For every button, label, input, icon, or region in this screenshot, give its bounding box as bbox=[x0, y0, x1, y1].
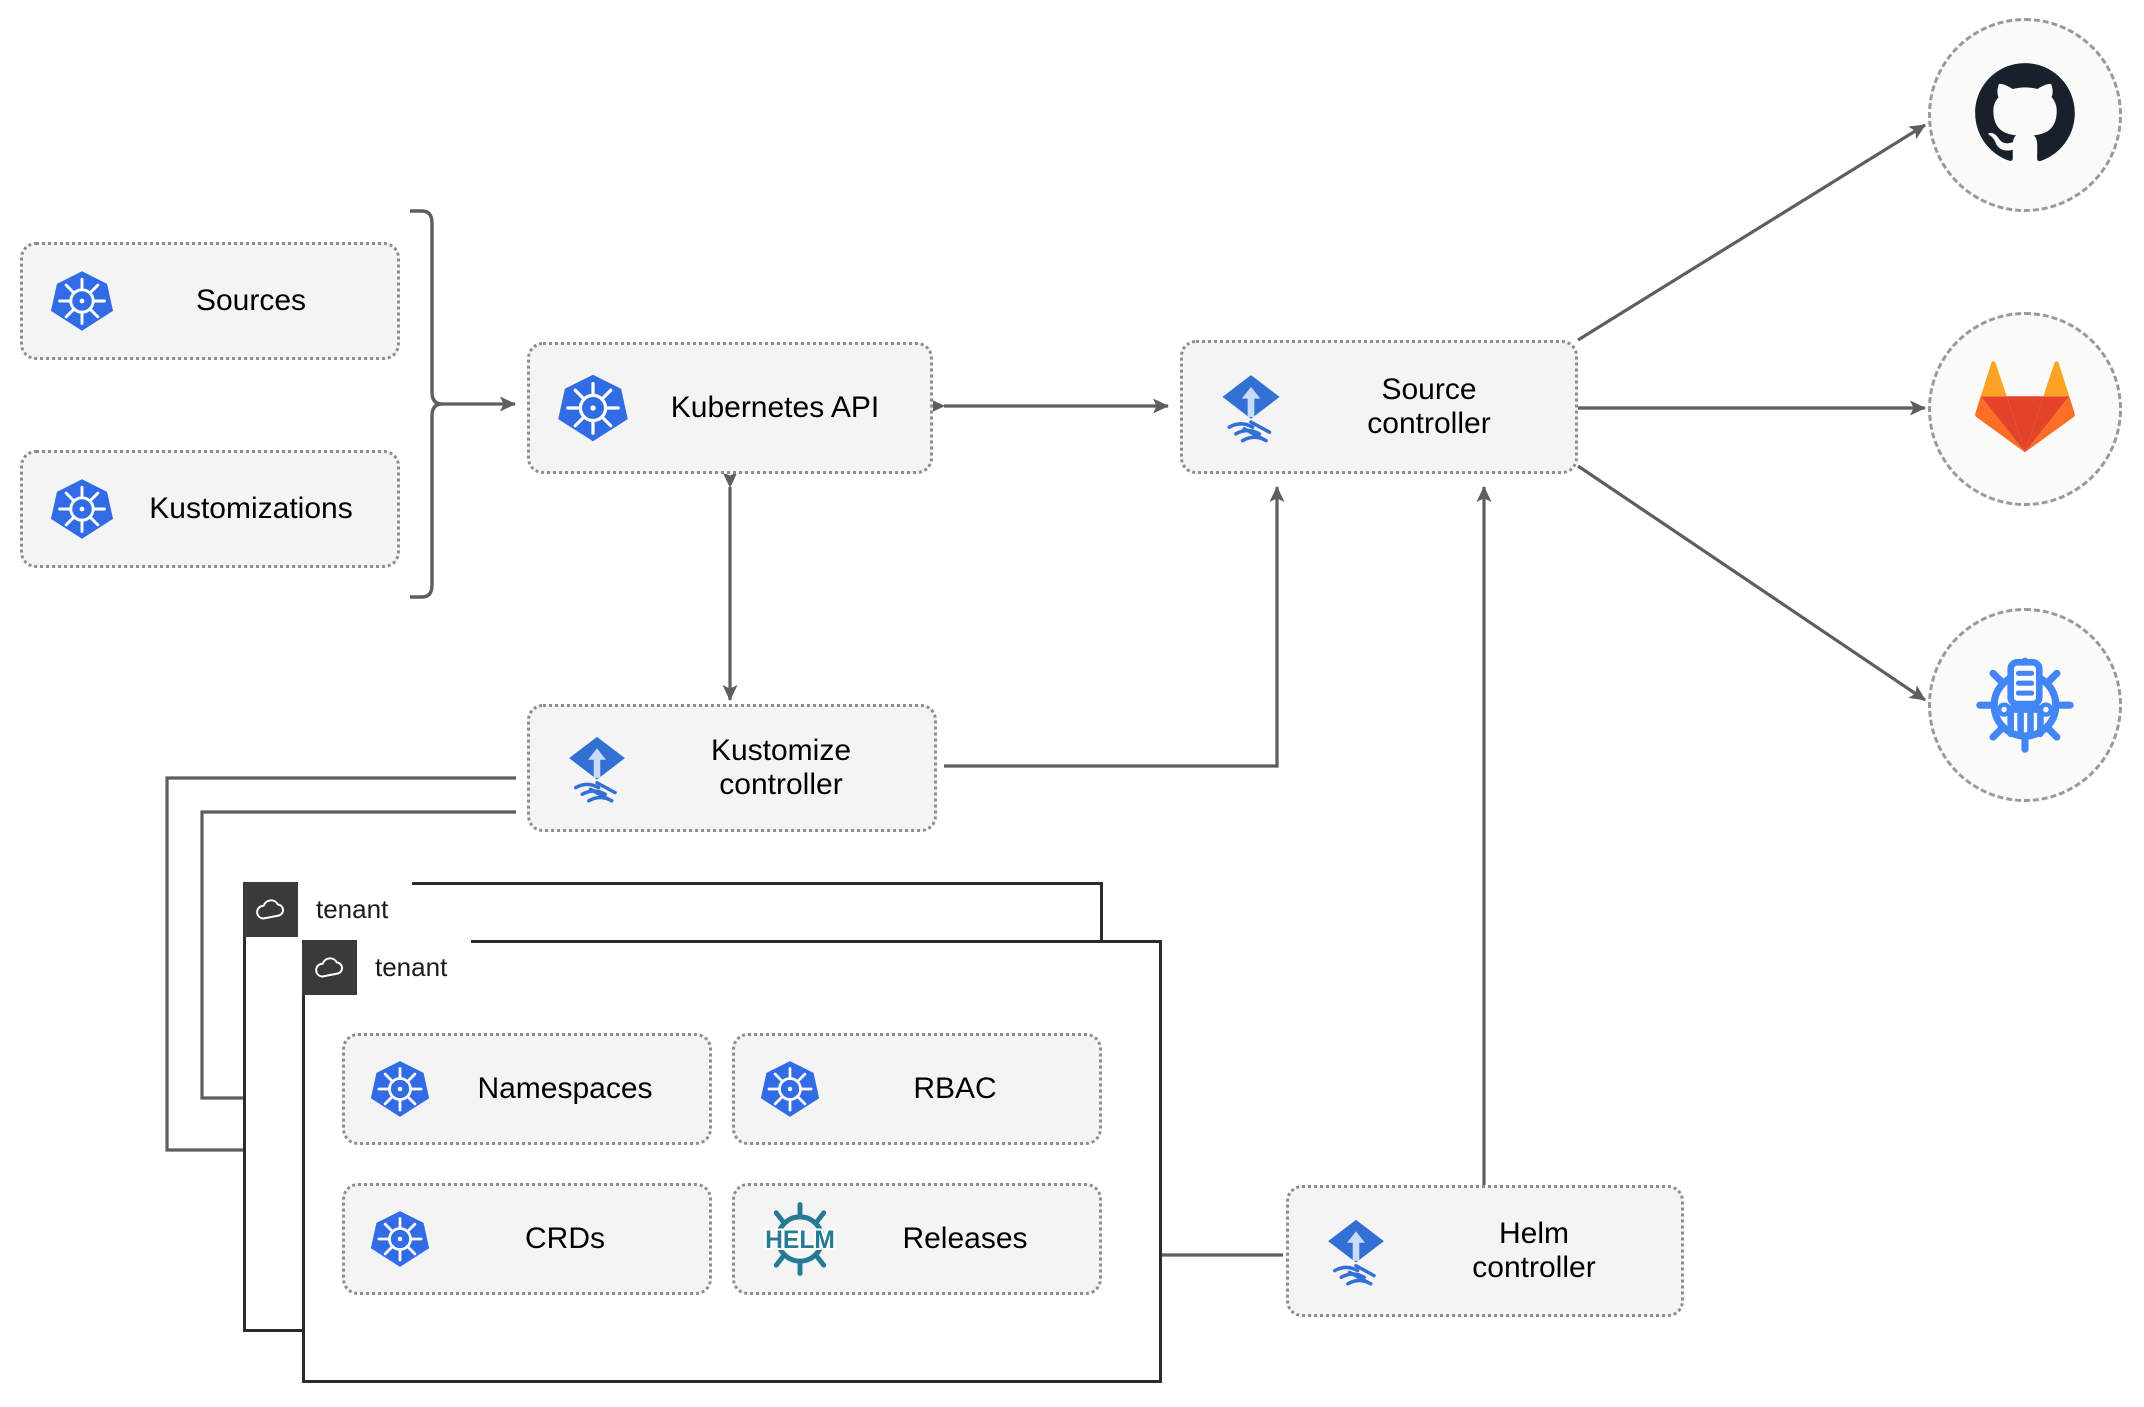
node-kustomizations[interactable]: Kustomizations bbox=[20, 450, 400, 568]
node-label: Kustomizations bbox=[149, 491, 353, 525]
edge-source-to-github bbox=[1577, 123, 1926, 342]
github-icon bbox=[1972, 60, 2078, 171]
node-source-controller[interactable]: Source controller bbox=[1180, 340, 1578, 474]
provider-github[interactable] bbox=[1928, 18, 2122, 212]
tenant-label: tenant bbox=[298, 882, 413, 937]
node-namespaces[interactable]: Namespaces bbox=[342, 1033, 712, 1145]
node-label: Kustomize controller bbox=[710, 733, 852, 802]
group-bracket bbox=[410, 209, 443, 599]
node-releases[interactable]: HELM Releases bbox=[732, 1183, 1102, 1295]
node-kustomize-controller[interactable]: Kustomize controller bbox=[527, 704, 937, 832]
flux-icon bbox=[1315, 1210, 1397, 1292]
node-label: RBAC bbox=[913, 1071, 997, 1105]
tenant-tab: tenant bbox=[302, 940, 472, 995]
node-crds[interactable]: CRDs bbox=[342, 1183, 712, 1295]
kubernetes-icon bbox=[49, 476, 115, 542]
provider-harbor[interactable] bbox=[1928, 608, 2122, 802]
tenant-tab: tenant bbox=[243, 882, 413, 937]
node-label: CRDs bbox=[525, 1221, 605, 1255]
node-label: Releases bbox=[902, 1221, 1028, 1255]
node-label: Kubernetes API bbox=[670, 390, 880, 424]
node-helm-controller[interactable]: Helm controller bbox=[1286, 1185, 1684, 1317]
gitlab-icon bbox=[1971, 357, 2079, 462]
svg-text:HELM: HELM bbox=[765, 1227, 835, 1254]
helm-icon: HELM bbox=[759, 1201, 841, 1277]
edge-source-to-harbor bbox=[1577, 464, 1926, 702]
provider-gitlab[interactable] bbox=[1928, 312, 2122, 506]
node-rbac[interactable]: RBAC bbox=[732, 1033, 1102, 1145]
flux-icon bbox=[1209, 365, 1293, 449]
kubernetes-icon bbox=[49, 268, 115, 334]
diagram-title: Flux GitOps multi-tenancy architecture bbox=[0, 0, 1, 1]
edge-kustomize-to-source bbox=[944, 486, 1285, 768]
tenant-panel-front[interactable]: tenant Namespaces bbox=[302, 940, 1162, 1383]
cloud-icon bbox=[302, 940, 357, 995]
cloud-icon bbox=[243, 882, 298, 937]
node-label: Helm controller bbox=[1472, 1216, 1596, 1285]
kubernetes-icon bbox=[369, 1058, 431, 1120]
harbor-icon bbox=[1970, 648, 2080, 763]
flux-icon bbox=[556, 727, 638, 809]
node-label: Namespaces bbox=[477, 1071, 653, 1105]
node-label: Sources bbox=[195, 283, 307, 317]
tenant-label: tenant bbox=[357, 940, 472, 995]
node-label: Source controller bbox=[1367, 372, 1491, 441]
kubernetes-icon bbox=[556, 371, 630, 445]
node-sources[interactable]: Sources bbox=[20, 242, 400, 360]
node-kubernetes-api[interactable]: Kubernetes API bbox=[527, 342, 933, 474]
kubernetes-icon bbox=[759, 1058, 821, 1120]
kubernetes-icon bbox=[369, 1208, 431, 1270]
